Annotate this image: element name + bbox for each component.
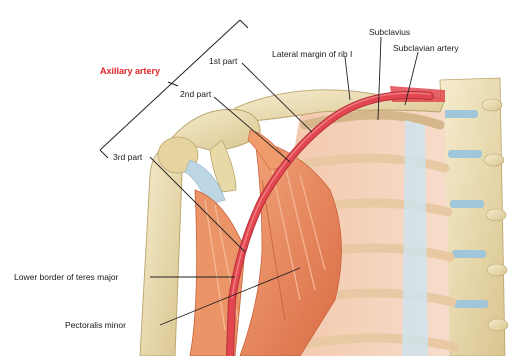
label-second-part: 2nd part: [180, 89, 211, 99]
label-subclavius: Subclavius: [369, 27, 410, 37]
label-axillary-artery: Axillary artery: [100, 66, 160, 76]
label-lower-border-teres-major: Lower border of teres major: [14, 272, 118, 282]
label-first-part: 1st part: [209, 56, 237, 66]
label-lateral-margin-rib: Lateral margin of rib I: [272, 49, 352, 59]
label-subclavian-artery: Subclavian artery: [393, 43, 459, 53]
vertebral-column: [440, 78, 508, 356]
label-pectoralis-minor: Pectoralis minor: [65, 320, 126, 330]
label-third-part: 3rd part: [113, 152, 142, 162]
